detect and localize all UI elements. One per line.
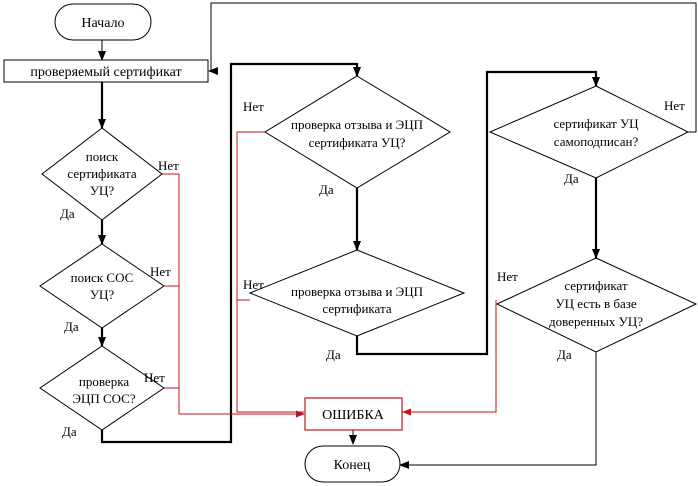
- search-ca-no-label: Нет: [158, 158, 179, 173]
- trusted-base-decision: сертификат УЦ есть в базе доверенных УЦ?: [495, 257, 698, 353]
- ca-revocation-yes-label: Да: [319, 182, 334, 197]
- trusted-base-line-3: доверенных УЦ?: [549, 314, 643, 329]
- check-cert-revocation-line-2: сертификата: [322, 301, 391, 316]
- check-crl-sig-line-2: ЭЦП СОС?: [72, 391, 135, 406]
- check-ca-revocation-line-1: проверка отзыва и ЭЦП: [291, 117, 423, 132]
- check-cert-revocation-decision: проверка отзыва и ЭЦП сертификата: [248, 249, 466, 337]
- check-cert-revocation-line-1: проверка отзыва и ЭЦП: [291, 284, 423, 299]
- self-signed-yes-label: Да: [564, 171, 579, 186]
- ca-revocation-no-label: Нет: [243, 99, 264, 114]
- search-ca-yes-label: Да: [60, 206, 75, 221]
- error-label: ОШИБКА: [322, 408, 385, 423]
- trusted-no-label: Нет: [497, 269, 518, 284]
- self-signed-line-2: самоподписан?: [554, 134, 639, 149]
- check-crl-sig-no-label: Нет: [144, 370, 165, 385]
- end-node: Конец: [304, 445, 401, 483]
- trusted-yes-label: Да: [557, 347, 572, 362]
- search-ca-line-1: поиск: [86, 149, 119, 164]
- search-ca-line-2: сертификата: [67, 166, 136, 181]
- cert-revocation-no-label: Нет: [243, 277, 264, 292]
- search-crl-yes-label: Да: [64, 319, 79, 334]
- self-signed-no-label: Нет: [664, 98, 685, 113]
- trusted-base-line-2: УЦ есть в базе: [555, 296, 636, 311]
- start-node: Начало: [54, 3, 152, 41]
- trusted-base-line-1: сертификат: [564, 278, 628, 293]
- check-crl-sig-yes-label: Да: [62, 424, 77, 439]
- edge-trusted-no: [402, 300, 497, 416]
- cert-revocation-yes-label: Да: [326, 347, 341, 362]
- checked-cert-node: проверяемый сертификат: [3, 59, 209, 83]
- search-ca-line-3: УЦ?: [90, 183, 115, 198]
- check-crl-sig-decision: проверка ЭЦП СОС?: [39, 345, 165, 431]
- checked-cert-label: проверяемый сертификат: [30, 65, 181, 80]
- edge-ca-revocation-no: [236, 131, 304, 413]
- search-ca-decision: поиск сертификата УЦ?: [41, 127, 163, 221]
- end-label: Конец: [334, 458, 371, 473]
- edge-crl-sig-yes: [100, 62, 361, 444]
- edge-trusted-yes: [399, 352, 597, 469]
- edge-self-signed-no: [208, 2, 697, 133]
- start-label: Начало: [81, 16, 124, 31]
- check-ca-revocation-decision: проверка отзыва и ЭЦП сертификата УЦ?: [264, 75, 451, 189]
- search-crl-decision: поиск СОС УЦ?: [39, 243, 165, 329]
- self-signed-line-1: сертификат УЦ: [553, 116, 639, 131]
- search-crl-line-1: поиск СОС: [71, 270, 134, 285]
- search-crl-line-2: УЦ?: [90, 287, 115, 302]
- search-crl-no-label: Нет: [150, 264, 171, 279]
- check-ca-revocation-line-2: сертификата УЦ?: [309, 135, 406, 150]
- edge-search-ca-no: [162, 173, 305, 418]
- check-crl-sig-line-1: проверка: [79, 374, 129, 389]
- self-signed-decision: сертификат УЦ самоподписан?: [488, 85, 690, 179]
- error-node: ОШИБКА: [304, 397, 403, 431]
- edge-cert-revocation-yes: [355, 70, 600, 356]
